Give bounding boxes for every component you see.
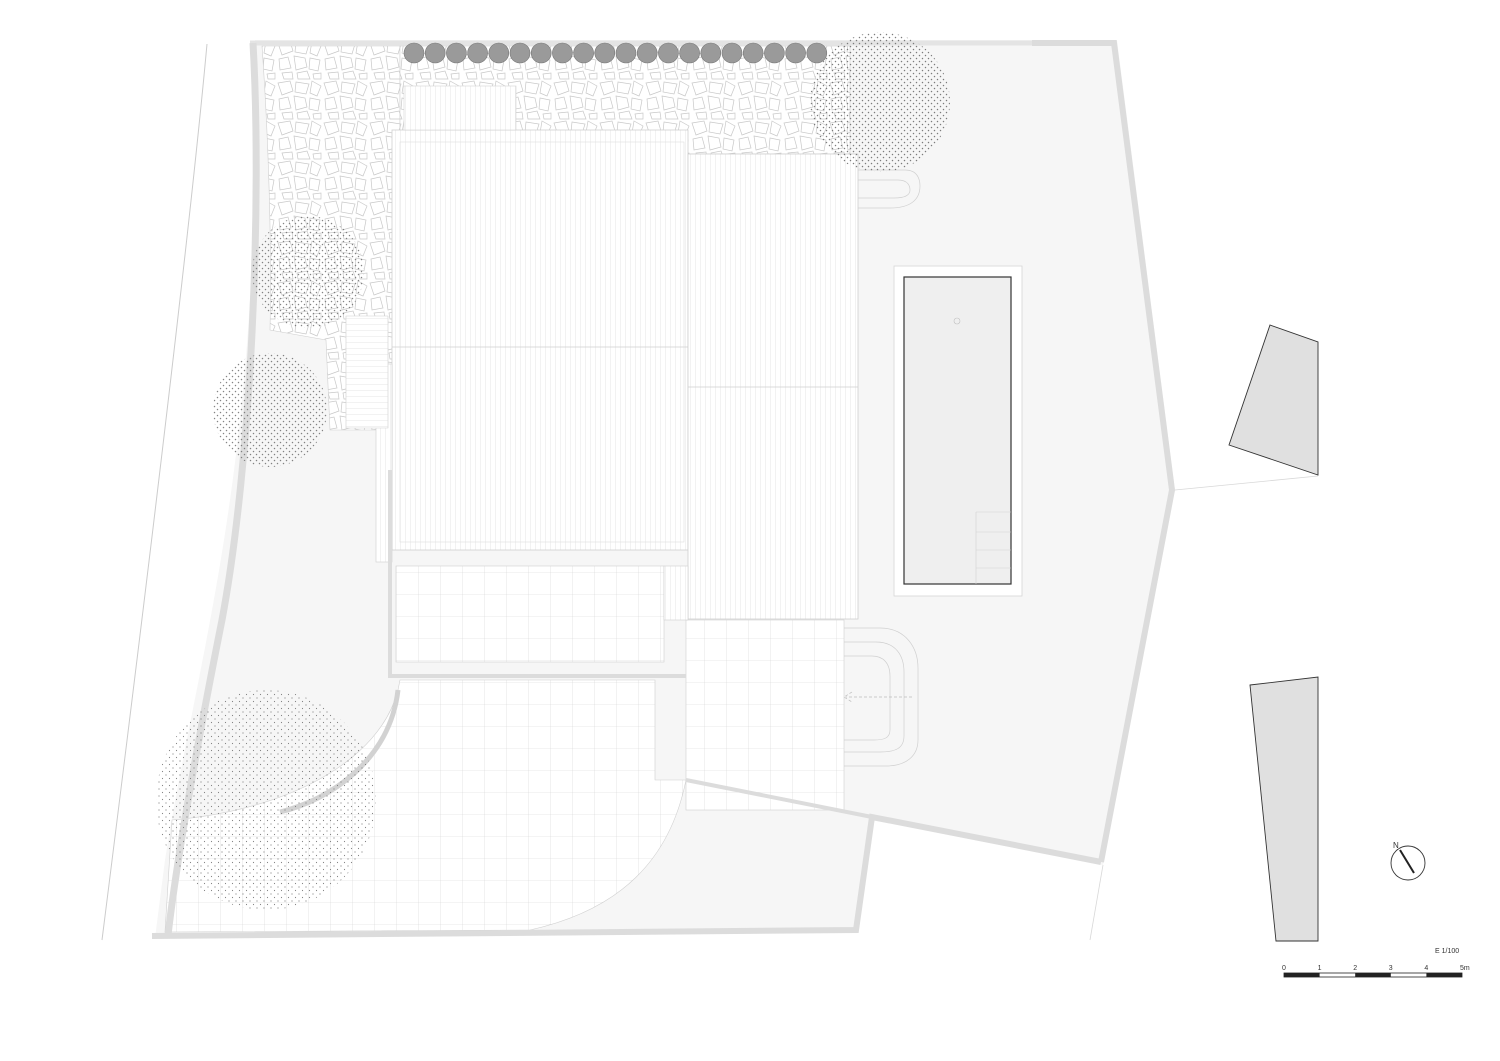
pool-steps — [975, 511, 1011, 584]
north-arrow: N — [1390, 841, 1426, 881]
hedge-shrub-icon — [403, 42, 425, 64]
patio-wall — [388, 470, 686, 678]
hedge-shrub-icon — [679, 42, 700, 64]
scale-tick-label: 1 — [1318, 965, 1322, 972]
scale-tick-label: 0 — [1282, 965, 1286, 972]
scale-tick-label: 5m — [1460, 965, 1470, 972]
scale-bar-ticks: 0 1 2 3 4 5m — [1282, 965, 1470, 972]
house-roof-lower — [663, 565, 689, 621]
hedge-shrub-icon — [636, 42, 658, 64]
scale-label: E 1/100 — [1435, 948, 1459, 955]
hedge-shrub-icon — [742, 42, 764, 64]
hedge-shrub-icon — [467, 42, 488, 64]
hedge-shrub-icon — [509, 42, 531, 64]
hedge-shrub-icon — [573, 42, 594, 64]
hedge-shrub-icon — [446, 42, 467, 64]
north-arrow-needle — [1399, 849, 1415, 874]
neighbour-building-north — [1228, 324, 1319, 476]
hedge-shrub-icon — [615, 42, 637, 64]
pool-basin — [903, 276, 1012, 585]
scale-tick-label: 3 — [1389, 965, 1393, 972]
plot-wall-north-east — [1032, 40, 1176, 863]
hedge-shrub-icon — [700, 42, 722, 64]
scale-bar: E 1/100 0 1 2 3 4 5m — [1282, 948, 1470, 978]
hedge-shrub-icon — [488, 42, 510, 64]
hedge-shrub-icon — [658, 42, 679, 64]
tree-canopy-icon — [810, 32, 950, 172]
hedge-shrub-icon — [594, 42, 616, 64]
hedge-shrub-icon — [530, 42, 552, 64]
tiled-terrace-porch — [395, 565, 665, 663]
plot-wall-south-east — [151, 813, 1102, 939]
north-deck — [403, 85, 517, 131]
west-steps — [345, 315, 389, 429]
property-line-east — [1174, 475, 1319, 491]
plot — [155, 40, 1175, 938]
scale-bar-segment — [1426, 973, 1462, 977]
hedge-shrub-icon — [552, 42, 573, 64]
house-roof-east — [687, 153, 859, 620]
house-roof-main — [391, 129, 689, 551]
entry-arrow-icon — [843, 691, 912, 703]
scale-bar-segment — [1355, 973, 1391, 977]
curved-steps-pool-north — [858, 169, 921, 209]
hedge-shrub-icon — [424, 42, 446, 64]
tree-canopy-icon — [156, 690, 376, 910]
scale-bar-segment — [1284, 973, 1320, 977]
hedge-shrub-icon — [785, 42, 806, 64]
curved-steps-terrace — [844, 627, 919, 767]
hedge-shrub-icon — [721, 42, 743, 64]
scale-tick-label: 4 — [1424, 965, 1428, 972]
hedge-row — [403, 42, 828, 64]
trees — [156, 32, 950, 910]
scale-tick-label: 2 — [1353, 965, 1357, 972]
tree-canopy-icon — [252, 216, 364, 328]
neighbour-building-south — [1249, 676, 1319, 942]
tree-canopy-icon — [213, 353, 327, 467]
property-line-south — [1089, 864, 1104, 941]
house-eaves-outline — [399, 141, 685, 543]
pool-skimmer-icon — [953, 317, 961, 325]
hedge-shrub-icon — [806, 42, 828, 64]
tiled-terrace-center — [685, 619, 845, 811]
north-label: N — [1393, 841, 1399, 850]
south-divider — [685, 778, 873, 819]
hedge-shrub-icon — [764, 42, 785, 64]
street-edge-outer — [101, 43, 208, 941]
